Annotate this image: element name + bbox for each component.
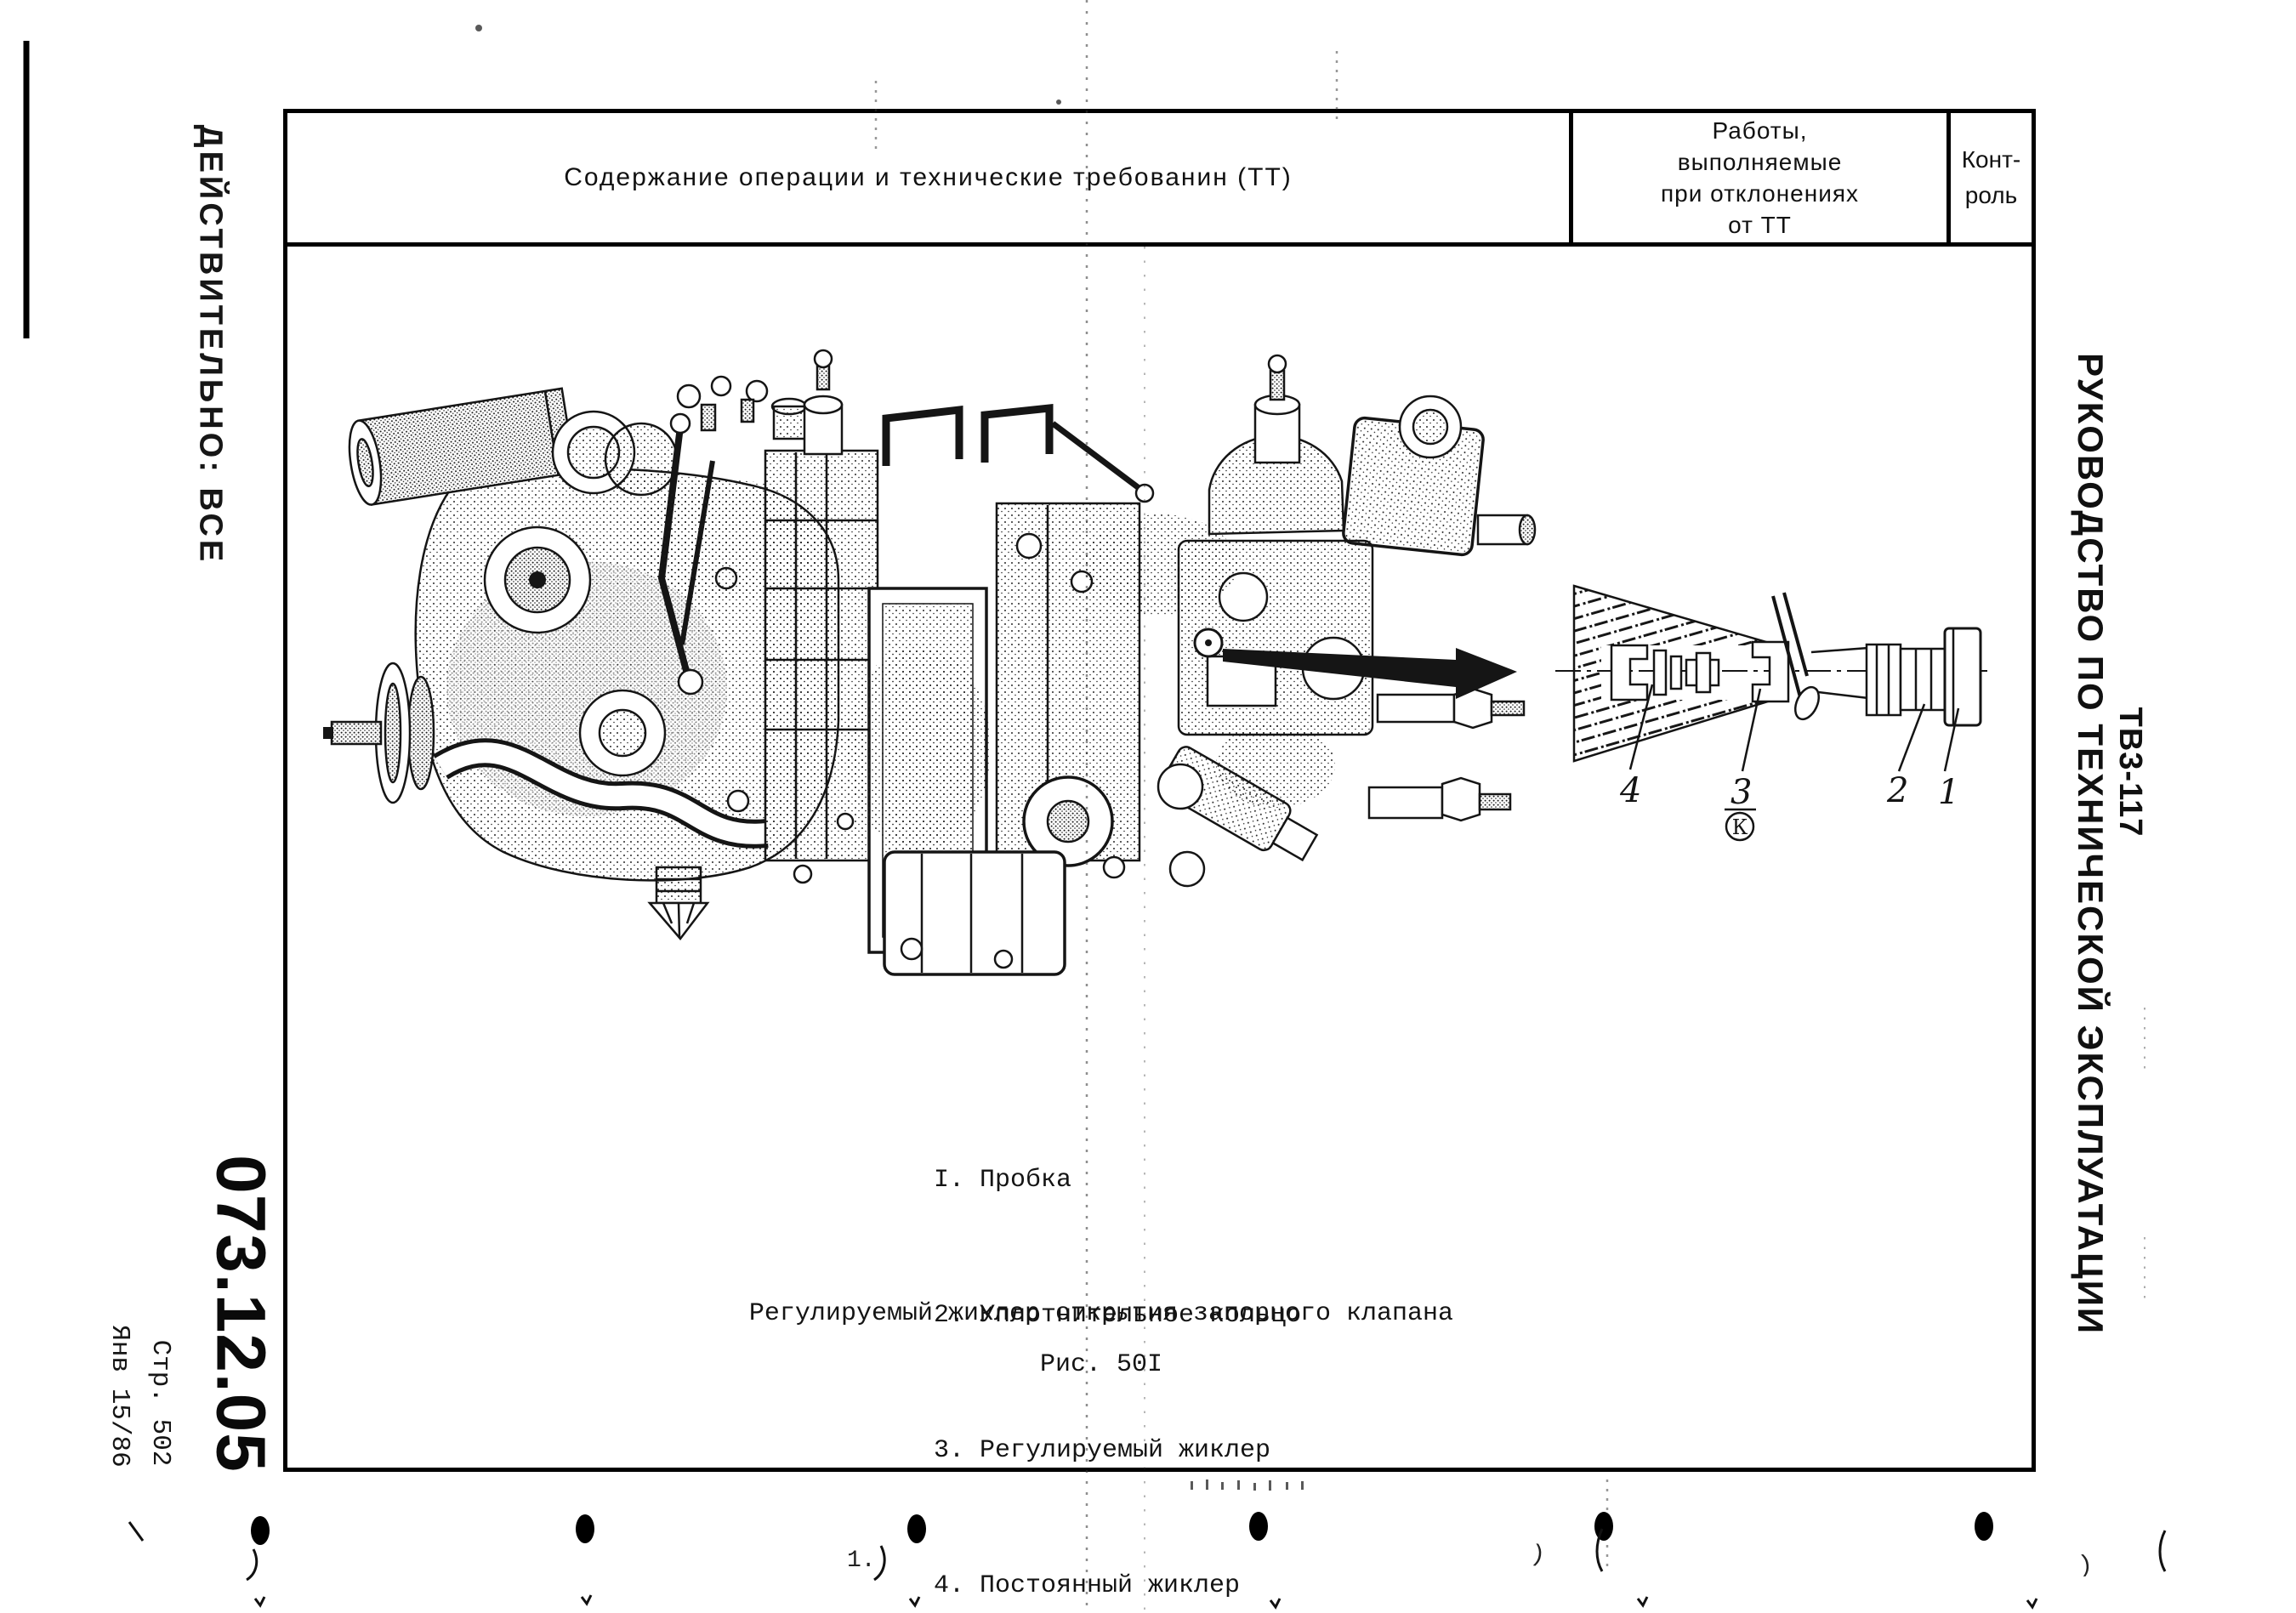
legend-item-3: 3. Регулируемый жиклер [934, 1436, 1271, 1465]
control-line-2: роль [1964, 182, 2018, 208]
page-number: Стр. 502 [145, 1339, 175, 1467]
engine-model-label: ТВ3-117 [2112, 707, 2148, 838]
callout-1: 1 [1938, 773, 1959, 812]
edge-fragment-3: ) [2077, 1552, 2094, 1580]
figure-caption-block: Регулируемый жиклер открытия запорного к… [714, 1299, 1488, 1379]
deviation-line-4: от ТТ [1728, 212, 1792, 238]
validity-stamp: ДЕЙСТВИТЕЛЬНО: ВСЕ [192, 124, 229, 565]
table-header-separator [287, 242, 2032, 247]
deviation-line-3: при отклонениях [1660, 180, 1860, 207]
deviation-line-2: выполняемые [1677, 149, 1843, 175]
operation-table: Содержание операции и технические требов… [283, 109, 2036, 1472]
callout-3: 3 [1731, 773, 1752, 812]
detail-arrow [1223, 648, 1517, 699]
deviation-line-1: Работы, [1712, 117, 1808, 144]
engine-drawing [323, 349, 1537, 976]
task-number: 073.12.05 [202, 1155, 280, 1473]
edge-fragment-2: ) [1528, 1541, 1547, 1570]
manual-title-label: РУКОВОДСТВО ПО ТЕХНИЧЕСКОЙ ЭКСПЛУАТАЦИИ [2071, 353, 2111, 1336]
table-divider-1 [1569, 113, 1573, 242]
table-divider-2 [1946, 113, 1951, 242]
figure-number: Рис. 50I [1039, 1350, 1163, 1379]
date-label: Янв 15/86 [105, 1325, 134, 1468]
edge-fragment-1: 1. [847, 1548, 876, 1574]
table-header-control: Конт- роль [1951, 113, 2032, 242]
legend-item-1: I. Пробка [934, 1166, 1072, 1195]
callout-2: 2 [1886, 771, 1908, 810]
legend-item-4: 4. Постоянный жиклер [934, 1571, 1241, 1600]
callout-4: 4 [1619, 771, 1641, 810]
callout-k: К [1732, 815, 1748, 839]
table-header-deviation-works: Работы, выполняемые при отклонениях от Т… [1573, 113, 1946, 242]
control-line-1: Конт- [1961, 146, 2021, 173]
table-header-operations: Содержание операции и технические требов… [287, 113, 1569, 242]
jet-detail-drawing: 4 3 2 1 К [1555, 584, 1987, 842]
figure-caption: Регулируемый жиклер открытия запорного к… [748, 1299, 1454, 1328]
operations-header-text: Содержание операции и технические требов… [564, 163, 1293, 191]
